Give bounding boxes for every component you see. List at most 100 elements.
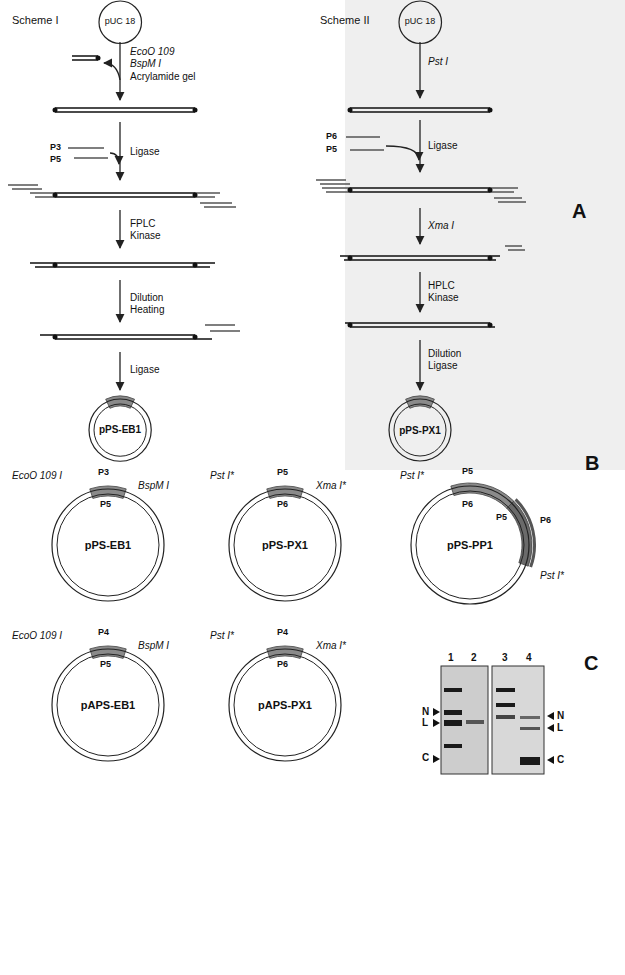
step-label: HPLC Kinase [428,280,468,303]
plasmid-ring [229,649,341,761]
dna-fragment [345,323,495,327]
dna-end-dot [193,108,198,113]
gel-marker-arrow [433,755,440,763]
panel-letter: A [572,200,586,223]
panel-letter: B [585,452,599,475]
plasmid-outline [89,396,151,461]
oligo-label: P6 [326,131,337,141]
oligo-label: P4 [277,627,288,637]
gel-label: N [557,710,564,722]
dna-end-dot [53,56,198,340]
oligo-label: P3 [50,142,61,152]
dna-end-dot [53,263,58,268]
gel-marker-arrow [433,708,440,716]
plasmid-name: pPS-EB1 [99,424,141,435]
plasmid-name: pUC 18 [405,17,436,27]
insert-band [267,486,303,498]
dna-end-dot [53,108,58,113]
dna-end-dot [348,108,353,113]
oligo-label: P6 [277,659,288,669]
plasmid-ring [57,654,159,756]
dna-end-dot [348,108,493,328]
plasmid-ring [389,399,451,461]
oligo-label: P5 [326,144,337,154]
plasmid-circle: pUC 18 [98,0,143,44]
dna-end-dot [488,323,493,328]
oligo-label: P6 [540,515,551,525]
dna-fragment [350,188,490,192]
dna-fragment [30,263,215,267]
gel-marker-arrow [547,712,554,720]
dna-fragment [205,325,240,331]
scheme-two-steps [419,340,420,390]
scheme-two-steps [386,146,419,160]
scheme-one-steps [104,63,120,80]
dna-fragment [8,56,240,339]
step-label: Ligase [130,146,159,158]
gel-image [444,744,462,748]
scheme-two-steps [419,42,420,98]
gel-image [444,720,462,726]
gel-image [444,710,462,715]
dna-fragment [316,108,526,327]
oligo-label: P5 [100,659,111,669]
dna-end-dot [488,256,493,261]
plasmid-ring [52,489,164,601]
dna-fragment [340,256,500,260]
step-label: BspM I [138,640,169,652]
plasmid-name: pPS-PX1 [399,425,441,436]
plasmid-name: pAPS-PX1 [258,699,312,711]
plasmid-outline [389,396,451,461]
step-label: BspM I [130,58,161,70]
plasmid-ring [394,404,446,456]
oligo-label: P6 [462,499,473,509]
step-label: Xma I [428,220,454,232]
gel-label: C [422,752,429,764]
gel-marker-arrow [547,724,554,732]
step-label: Dilution Heating [130,292,178,315]
dna-end-dot [348,188,353,193]
gel-label: 1 [448,652,454,664]
plasmid-ring [234,654,336,756]
step-label: Pst I* [210,470,234,482]
plasmid-circle: pAPS-PX1 [228,648,342,762]
plasmid-name: pUC 18 [105,17,136,27]
gel-image [492,666,544,774]
dna-fragment [30,193,220,197]
gel-marker-arrow [547,756,554,764]
step-label: Acrylamide gel [130,71,196,83]
dna-fragment [55,108,195,112]
gel-label: N [422,706,429,718]
dna-end-dot [488,108,493,113]
gel-image [466,720,484,724]
plasmid-outline [99,1,142,44]
dna-fragment [8,185,236,207]
panel-letter: C [584,652,598,675]
gel-label: 3 [502,652,508,664]
plasmid-name: pPS-PX1 [262,539,308,551]
step-label: EcoO 109 I [12,630,62,642]
insert-band [267,646,303,658]
dna-fragment [316,180,350,192]
gel-label: C [557,754,564,766]
gel-label: L [557,722,563,734]
plasmid-circle: pPS-PP1 [410,485,530,605]
gel-label: L [422,717,428,729]
gel-image [496,715,515,719]
insert-band [90,486,126,498]
step-label: FPLC Kinase [130,218,170,241]
step-label: Pst I [428,56,448,68]
gel-image [496,703,515,707]
plasmid-outline [52,646,164,761]
scheme-one-steps [119,122,120,180]
scheme-one-steps [119,42,120,100]
scheme-one-steps [110,153,119,164]
scheme-one-steps [119,210,120,248]
plasmid-ring [99,1,142,44]
plasmid-ring [411,486,529,604]
dna-end-dot [96,56,101,61]
gel-image [520,757,540,765]
dna-end-dot [193,263,198,268]
plasmid-outline [399,1,442,44]
